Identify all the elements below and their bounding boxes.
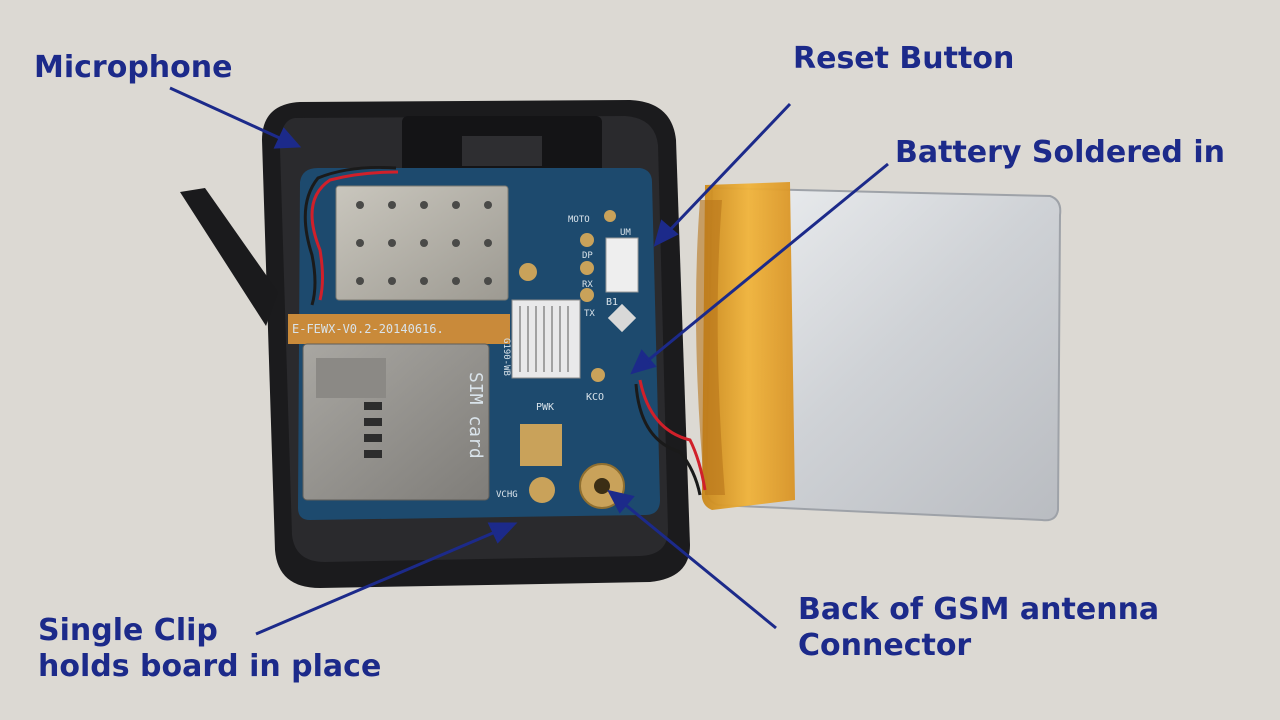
label-single-clip-line2: holds board in place [38, 649, 382, 684]
pcb-marking-vchg: VCHG [496, 490, 518, 500]
pcb-marking-tx: TX [584, 309, 595, 319]
arrow-clip [255, 528, 501, 636]
label-gsm-antenna: Back of GSM antenna Connector [798, 592, 1159, 664]
battery [696, 182, 1062, 522]
label-single-clip: Single Clip holds board in place [38, 613, 381, 685]
wires [303, 165, 707, 496]
pcb-marking-um: UM [620, 228, 631, 238]
pcb-marking-g190: G190-WB [501, 338, 511, 376]
annotation-arrows [169, 86, 889, 636]
pcb-marking-dp: DP [582, 251, 593, 261]
arrow-microphone [169, 86, 285, 142]
arrowhead-battery [630, 349, 657, 375]
arrowhead-reset [653, 219, 679, 247]
arrowhead-microphone [273, 127, 302, 149]
arrow-reset [666, 102, 792, 234]
arrowhead-gsm [607, 489, 635, 514]
label-battery-soldered: Battery Soldered in [895, 135, 1225, 170]
arrow-battery [645, 162, 889, 364]
pcb-marking-b1: B1 [606, 297, 618, 308]
pcb-marking-board-id: E-FEWX-V0.2-20140616. [292, 322, 444, 336]
label-reset-button: Reset Button [793, 41, 1015, 76]
pcb-marking-kco: KCO [586, 392, 604, 403]
pcb-marking-pwk: PWK [536, 402, 554, 413]
label-single-clip-line1: Single Clip [38, 613, 218, 648]
pcb-board: E-FEWX-V0.2-20140616. SIM card MOTO UM D… [288, 168, 660, 520]
label-gsm-line1: Back of GSM antenna [798, 592, 1160, 627]
arrowhead-clip [487, 522, 518, 544]
arrow-gsm [621, 500, 777, 630]
pcb-marking-moto: MOTO [568, 215, 590, 225]
label-gsm-line2: Connector [798, 628, 972, 663]
pcb-marking-rx: RX [582, 280, 593, 290]
pcb-marking-sim: SIM card [465, 372, 486, 459]
label-microphone: Microphone [34, 50, 233, 85]
